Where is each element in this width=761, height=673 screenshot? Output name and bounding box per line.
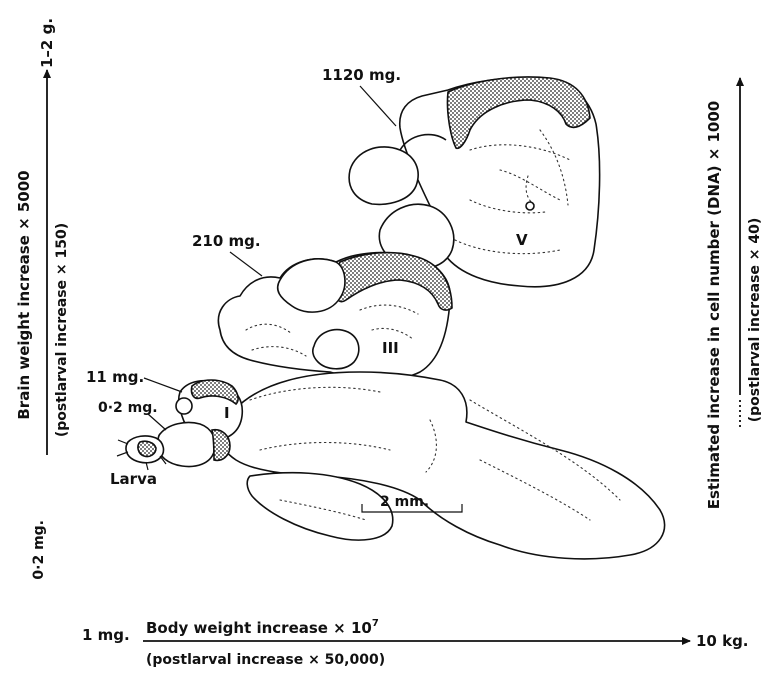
larva-stippled-core [138, 441, 156, 456]
brain-V-label: V [516, 231, 528, 249]
left-axis: 1–2 g. 0·2 mg. Brain weight increase × 5… [15, 18, 70, 580]
label-1120mg: 1120 mg. [322, 66, 401, 84]
scale-bar-label: 2 mm. [380, 494, 429, 510]
left-axis-top-value: 1–2 g. [38, 18, 56, 68]
bottom-axis-start-value: 1 mg. [82, 626, 130, 644]
left-axis-title: Brain weight increase × 5000 [15, 170, 33, 419]
brain-V-front-lobe [349, 147, 418, 204]
brain-III-lower-lobe [313, 330, 359, 369]
bottom-axis-title-exponent: 7 [372, 618, 379, 629]
brain-stage-III: III [218, 253, 452, 381]
leader-02mg [148, 414, 166, 430]
leader-1120mg [360, 86, 396, 126]
label-larva: Larva [110, 470, 157, 488]
bottom-axis-title: Body weight increase × 107 [146, 618, 379, 637]
leader-210mg [230, 252, 262, 276]
brain-stage-larva [117, 436, 166, 470]
leader-11mg [144, 378, 182, 392]
label-11mg: 11 mg. [86, 368, 144, 386]
right-axis-subtitle: (postlarval increase × 40) [747, 218, 761, 423]
left-axis-bottom-value: 0·2 mg. [31, 520, 47, 580]
brain-02mg-outline [158, 422, 215, 466]
brain-I-front-lobe [176, 398, 192, 414]
left-axis-subtitle: (postlarval increase × 150) [54, 223, 70, 437]
bottom-axis: 1 mg. Body weight increase × 107 10 kg. … [82, 618, 749, 668]
bottom-axis-end-value: 10 kg. [696, 632, 749, 650]
bottom-axis-title-text: Body weight increase × 10 [146, 619, 372, 637]
label-210mg: 210 mg. [192, 232, 261, 250]
brain-III-label: III [382, 339, 399, 357]
brain-I-label: I [224, 404, 230, 422]
brain-stage-I: I [176, 372, 665, 559]
right-axis-title: Estimated increase in cell number (DNA) … [705, 101, 723, 510]
label-02mg: 0·2 mg. [98, 400, 158, 416]
bottom-axis-subtitle: (postlarval increase × 50,000) [146, 652, 385, 668]
right-axis: Estimated increase in cell number (DNA) … [705, 78, 761, 509]
brain-I-trailing-lobe [220, 372, 665, 559]
